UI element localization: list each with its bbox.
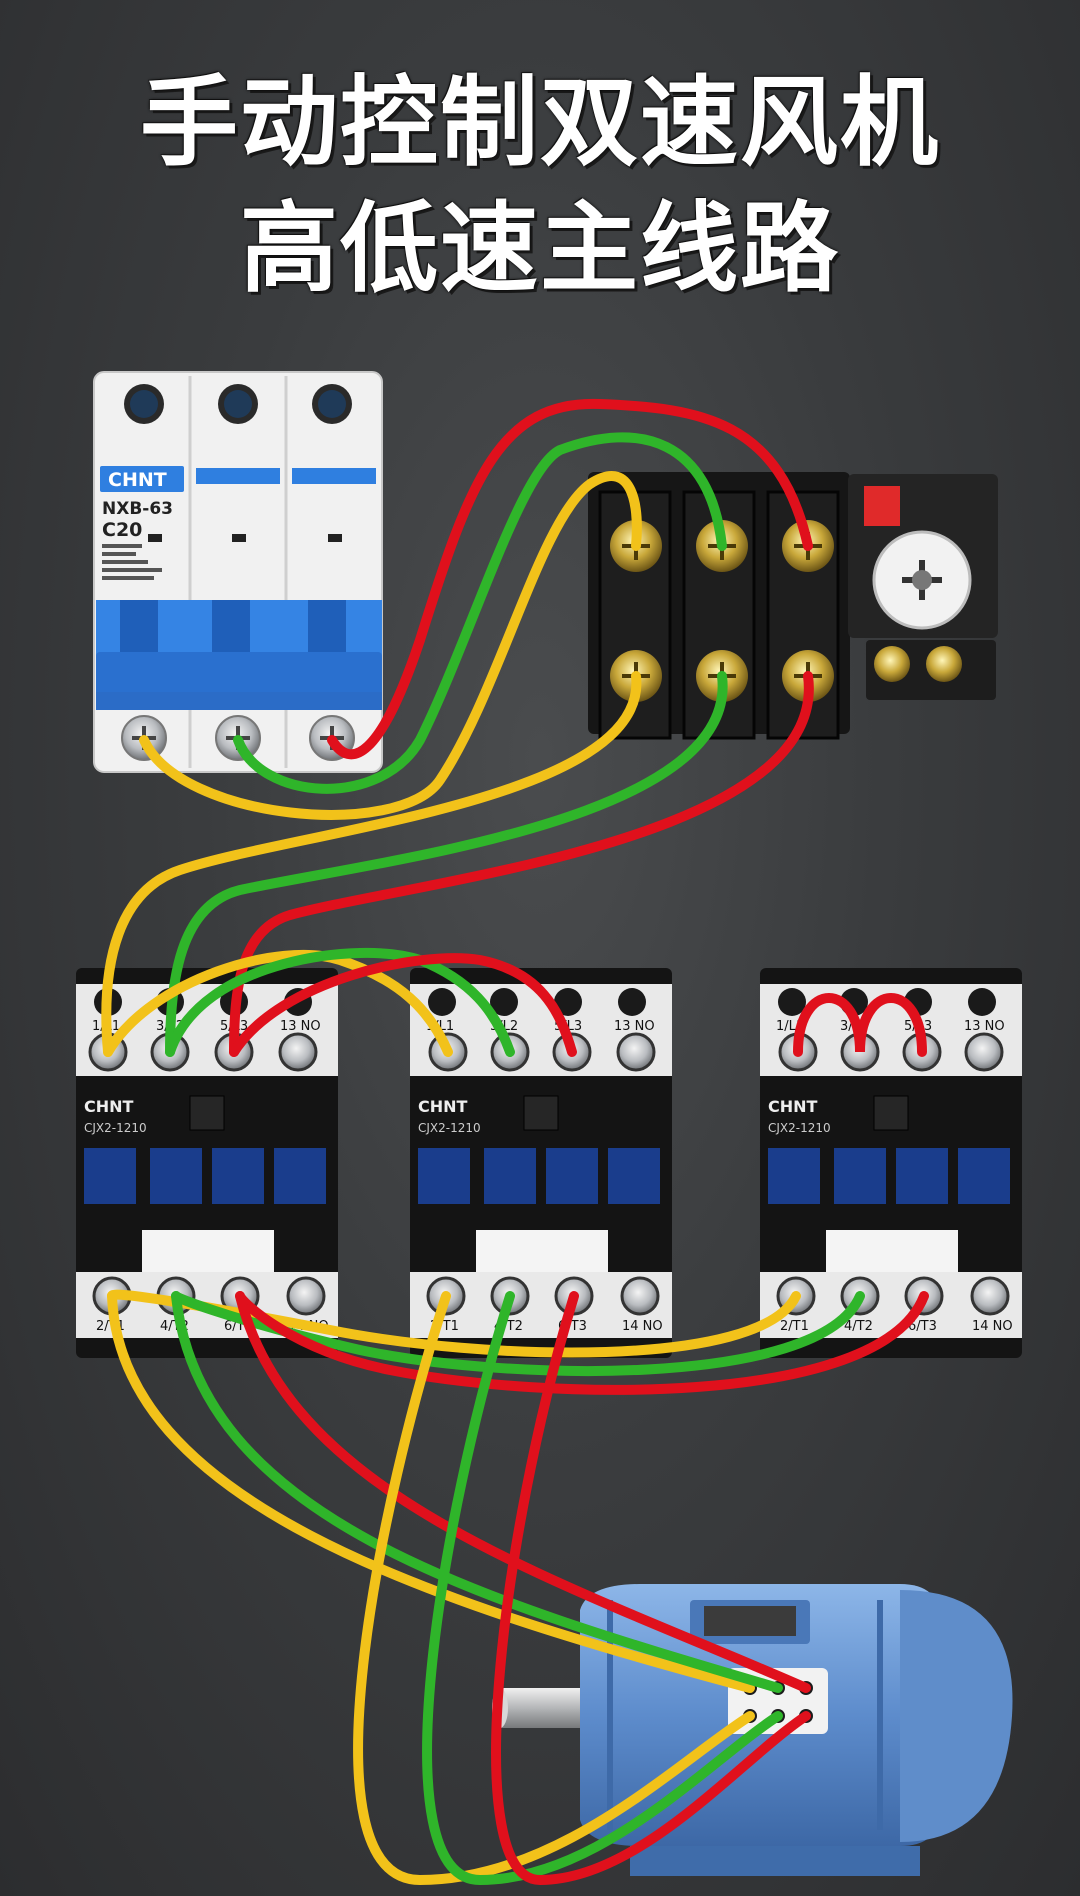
terminal-label: 14 NO <box>622 1319 663 1334</box>
wire-yellow-k3-motor <box>106 1289 801 1358</box>
terminal-label: 13 NO <box>964 1019 1005 1034</box>
circuit-breaker: CHNT NXB-63 C20 <box>93 371 383 773</box>
terminal-label: 13 NO <box>280 1019 321 1034</box>
contactor-model: CJX2-1210 <box>768 1121 831 1135</box>
terminal-label: 6/T3 <box>908 1319 937 1334</box>
wire-green-k1-k2 <box>165 947 515 1057</box>
contactor-model: CJX2-1210 <box>84 1121 147 1135</box>
wire-green-k1-motor <box>171 1291 783 1693</box>
contactor-model: CJX2-1210 <box>418 1121 481 1135</box>
wire-green-k3-motor <box>171 1291 865 1377</box>
motor-shaft <box>498 1688 588 1728</box>
contactor-brand: CHNT <box>768 1097 818 1116</box>
wire-yellow-k2-motor <box>353 1291 755 1886</box>
terminal-label: 13 NO <box>614 1019 655 1034</box>
terminal-label: 14 NO <box>972 1319 1013 1334</box>
contactor-brand: CHNT <box>84 1097 134 1116</box>
terminal-label: 4/T2 <box>844 1319 873 1334</box>
wire-red-breaker-overload <box>327 398 813 760</box>
wire-red-k1-k2 <box>229 953 577 1057</box>
wire-yellow-overload-k1 <box>101 671 642 1057</box>
wire-green-k2-motor <box>422 1291 783 1886</box>
wire-yellow-k1-motor <box>107 1291 755 1693</box>
breaker-top-screws <box>124 384 352 424</box>
wires <box>101 398 929 1886</box>
breaker-model: NXB-63 <box>102 499 173 519</box>
wire-red-k2-motor <box>491 1291 811 1886</box>
breaker-rating: C20 <box>102 519 142 541</box>
contactor-brand: CHNT <box>418 1097 468 1116</box>
title-line-2: 高低速主线路 <box>239 192 840 306</box>
wire-green-overload-k1 <box>165 671 728 1057</box>
wire-green-breaker-overload <box>233 432 727 794</box>
terminal-label: 2/T1 <box>780 1319 809 1334</box>
wire-red-k3-bridge <box>793 993 927 1057</box>
wire-red-overload-k1 <box>229 671 814 1057</box>
page-title: 手动控制双速风机 高低速主线路 <box>0 60 1080 312</box>
title-line-1: 手动控制双速风机 <box>139 66 940 180</box>
contactor-3: 1/L1 3/L2 5/L3 13 NO CHNT CJX2-1210 2/T1… <box>760 968 1022 1358</box>
breaker-brand: CHNT <box>108 469 167 491</box>
wire-yellow-breaker-overload <box>139 471 642 820</box>
